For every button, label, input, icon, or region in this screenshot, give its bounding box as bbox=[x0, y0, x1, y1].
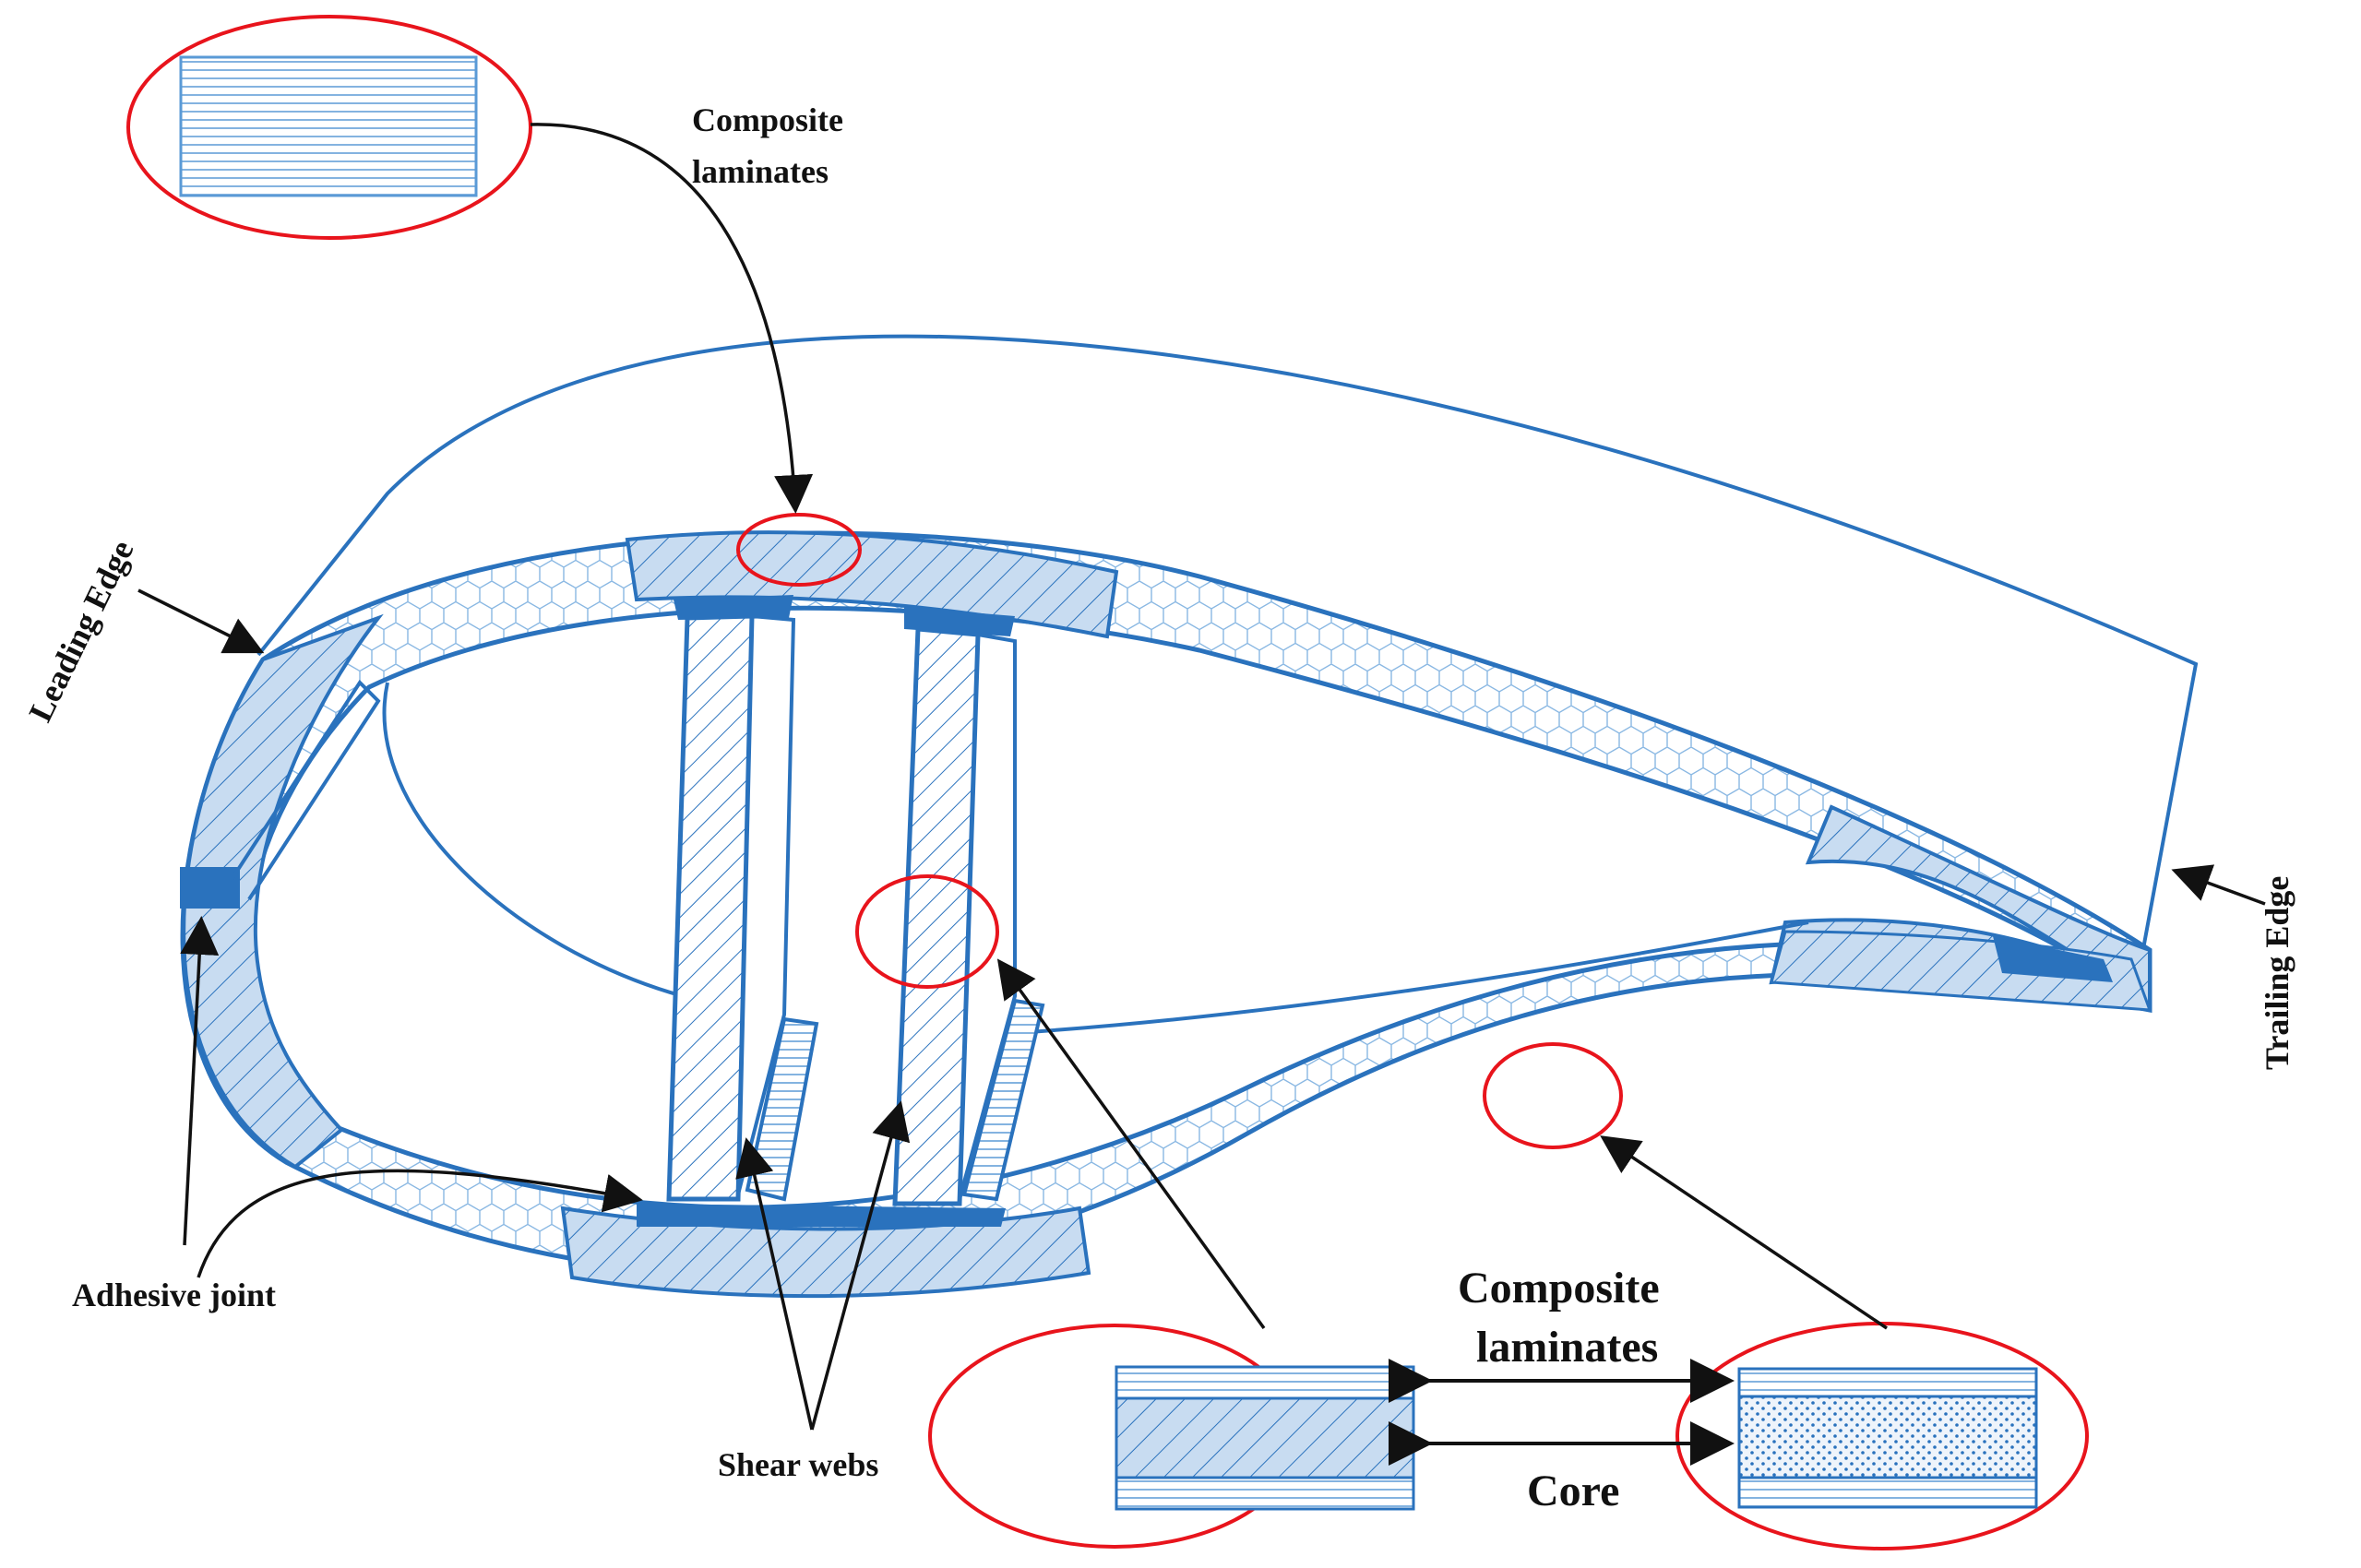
adhesive-joint-leading bbox=[180, 867, 240, 909]
detail-web-laminate-bottom bbox=[1115, 1476, 1415, 1511]
arrow-leading-edge bbox=[137, 588, 265, 654]
arrow-detail-web bbox=[996, 958, 1266, 1330]
label-composite-top-line2: laminates bbox=[692, 153, 829, 190]
detail-ellipse-top bbox=[126, 15, 532, 240]
shear-web-2 bbox=[892, 626, 981, 1206]
label-composite-bottom-line1: Composite bbox=[1458, 1264, 1660, 1313]
detail-skin-laminate-top bbox=[1737, 1367, 2038, 1398]
highlight-shear-web bbox=[855, 874, 999, 989]
label-leading-edge: Leading Edge bbox=[21, 534, 140, 727]
arrow-adhesive-leading bbox=[180, 916, 220, 1246]
adhesive-joint-trailing bbox=[1993, 936, 2113, 982]
shear-web-2-depth bbox=[958, 633, 1017, 1200]
inner-depth-line-right bbox=[1014, 921, 1809, 1035]
label-adhesive-joint: Adhesive joint bbox=[72, 1277, 276, 1313]
detail-web-core bbox=[1115, 1396, 1415, 1479]
shear-web-2-base bbox=[961, 998, 1045, 1202]
inner-depth-line-left bbox=[382, 682, 684, 998]
blade-span-outline bbox=[256, 334, 2199, 965]
arrow-shear-web-2 bbox=[810, 1100, 911, 1431]
adhesive-joint-web-bottom bbox=[637, 1204, 1006, 1227]
detail-laminate-top bbox=[179, 55, 478, 197]
adhesive-joint-web1-top bbox=[674, 595, 793, 620]
detail-skin-core bbox=[1737, 1395, 2038, 1479]
arrow-composite-top bbox=[530, 123, 814, 514]
label-composite-bottom-line2: laminates bbox=[1476, 1323, 1658, 1372]
shear-web-1 bbox=[666, 613, 755, 1202]
leading-depth-web bbox=[229, 679, 381, 901]
arrow-adhesive-bottom bbox=[197, 1169, 643, 1278]
detail-skin-laminate-bottom bbox=[1737, 1476, 2038, 1509]
arrow-shear-web-1 bbox=[735, 1137, 814, 1431]
highlight-top-spar-cap bbox=[736, 513, 862, 587]
blade-skin-core bbox=[180, 530, 2152, 1276]
shear-web-1-base bbox=[745, 1016, 819, 1202]
label-composite-top-line1: Composite bbox=[692, 101, 843, 138]
highlight-skin-core bbox=[1483, 1042, 1623, 1149]
arrow-trailing-edge bbox=[2171, 864, 2266, 906]
shear-web-1-depth bbox=[736, 614, 796, 1195]
label-shear-webs: Shear webs bbox=[718, 1446, 878, 1483]
detail-web-laminate-top bbox=[1115, 1365, 1415, 1400]
arrow-detail-skin bbox=[1600, 1135, 1888, 1330]
label-core: Core bbox=[1527, 1467, 1619, 1515]
label-trailing-edge: Trailing Edge bbox=[2259, 876, 2295, 1070]
